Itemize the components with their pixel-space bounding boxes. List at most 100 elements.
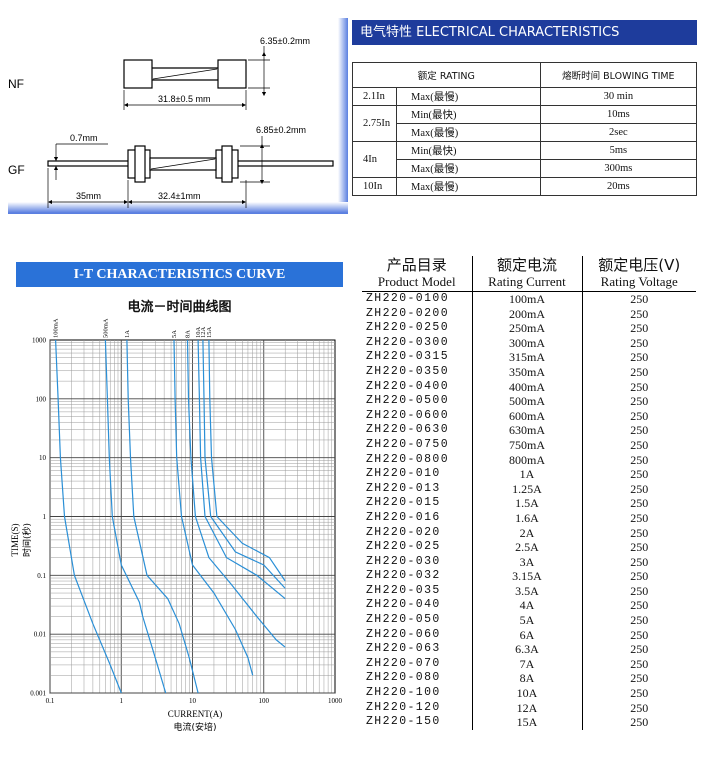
model-cell: ZH220-035 — [366, 583, 441, 597]
model-cell: ZH220-070 — [366, 656, 441, 670]
time-cell: 2sec — [539, 123, 698, 142]
current-cell: 3.5A — [471, 583, 582, 599]
header-model: 产品目录 Product Model — [362, 256, 472, 292]
current-cell: 600mA — [471, 408, 582, 424]
x-axis-label-zh: 电流(安培) — [173, 721, 216, 733]
rating-cell: 2.1In — [352, 87, 397, 106]
x-tick-label: 100 — [259, 697, 270, 705]
table-row: Max(最慢) 300ms — [353, 159, 698, 178]
current-cell: 1.5A — [471, 496, 582, 511]
model-cell: ZH220-050 — [366, 613, 441, 627]
voltage-cell: 250 — [581, 364, 696, 380]
current-cell: 15A — [471, 715, 582, 730]
y-tick-label: 1000 — [32, 337, 47, 345]
voltage-cell: 250 — [581, 379, 696, 395]
model-cell: ZH220-0400 — [366, 379, 450, 393]
current-cell: 7A — [471, 656, 582, 672]
series-line-10A — [197, 339, 286, 600]
model-cell: ZH220-0350 — [366, 364, 450, 378]
model-cell: ZH220-0300 — [366, 335, 450, 349]
current-cell: 315mA — [471, 350, 582, 365]
x-axis-label-en: CURRENT(A) — [168, 709, 223, 719]
model-cell: ZH220-120 — [366, 700, 441, 714]
series-label: 12A — [200, 327, 207, 339]
header-voltage: 额定电压(V) Rating Voltage — [581, 256, 696, 292]
electrical-title-bar: 电气特性 ELECTRICAL CHARACTERISTICS — [352, 20, 697, 45]
nf-length-label: 31.8±0.5 mm — [158, 94, 210, 104]
current-cell: 2A — [471, 525, 582, 541]
voltage-cell: 250 — [581, 642, 696, 657]
voltage-cell: 250 — [581, 321, 696, 336]
voltage-cell: 250 — [581, 554, 696, 570]
y-tick-label: 100 — [36, 395, 47, 403]
table-row: 10In Max(最慢) 20ms — [352, 177, 698, 196]
model-cell: ZH220-020 — [366, 525, 441, 539]
product-header-row: 产品目录 Product Model 额定电流 Rating Current 额… — [362, 256, 696, 292]
model-cell: ZH220-0800 — [366, 452, 450, 466]
voltage-cell: 250 — [581, 510, 696, 526]
x-tick-label: 1 — [120, 697, 124, 705]
rating-cell: 4In — [352, 141, 397, 178]
gf-lead-label: 35mm — [76, 191, 101, 201]
voltage-cell: 250 — [581, 437, 696, 453]
voltage-cell: 250 — [581, 335, 696, 351]
current-cell: 5A — [471, 613, 582, 628]
model-cell: ZH220-030 — [366, 554, 441, 568]
table-row: Max(最慢) 2sec — [353, 123, 698, 142]
chart-series — [55, 339, 286, 694]
fuse-outline-drawing: NF 6.35±0.2mm 31.8±0.5 mm GF — [8, 36, 334, 208]
series-label: 8A — [184, 330, 191, 338]
dimension-drawing: NF 6.35±0.2mm 31.8±0.5 mm GF — [8, 18, 348, 214]
electrical-header-row: 额定 RATING 熔断时间 BLOWING TIME — [352, 62, 698, 88]
voltage-cell: 250 — [581, 496, 696, 511]
header-current-zh: 额定电流 — [496, 256, 557, 274]
limit-cell: Max(最慢) — [396, 123, 541, 142]
it-curve-title-bar: I-T CHARACTERISTICS CURVE — [16, 262, 343, 287]
current-cell: 100mA — [471, 291, 582, 307]
header-model-en: Product Model — [377, 274, 456, 289]
header-voltage-zh: 额定电压(V) — [598, 256, 681, 274]
model-cell: ZH220-015 — [366, 496, 441, 510]
x-tick-label: 1000 — [328, 697, 343, 705]
table-row: 2.1In Max(最慢) 30 min — [352, 87, 698, 106]
gf-wire-label: 0.7mm — [70, 133, 98, 143]
current-cell: 1.25A — [471, 481, 582, 497]
rating-cell: 2.75In — [352, 105, 397, 142]
header-blowing-time: 熔断时间 BLOWING TIME — [539, 62, 698, 88]
y-axis-label-en: TIME(S) — [10, 524, 20, 557]
current-cell: 630mA — [471, 423, 582, 438]
model-cell: ZH220-032 — [366, 569, 441, 583]
voltage-cell: 250 — [581, 394, 696, 409]
model-cell: ZH220-013 — [366, 481, 441, 495]
voltage-cell: 250 — [581, 423, 696, 438]
gf-fuse-shape — [47, 145, 334, 183]
model-cell: ZH220-0315 — [366, 350, 450, 364]
current-cell: 12A — [471, 700, 582, 716]
current-cell: 350mA — [471, 364, 582, 380]
voltage-cell: 250 — [581, 583, 696, 599]
series-label: 500mA — [102, 318, 109, 338]
product-table: 产品目录 Product Model 额定电流 Rating Current 额… — [362, 256, 696, 730]
model-cell: ZH220-0250 — [366, 321, 450, 335]
header-current: 额定电流 Rating Current — [471, 256, 582, 292]
current-cell: 6A — [471, 627, 582, 643]
limit-cell: Max(最慢) — [396, 87, 541, 106]
current-cell: 1A — [471, 467, 582, 482]
